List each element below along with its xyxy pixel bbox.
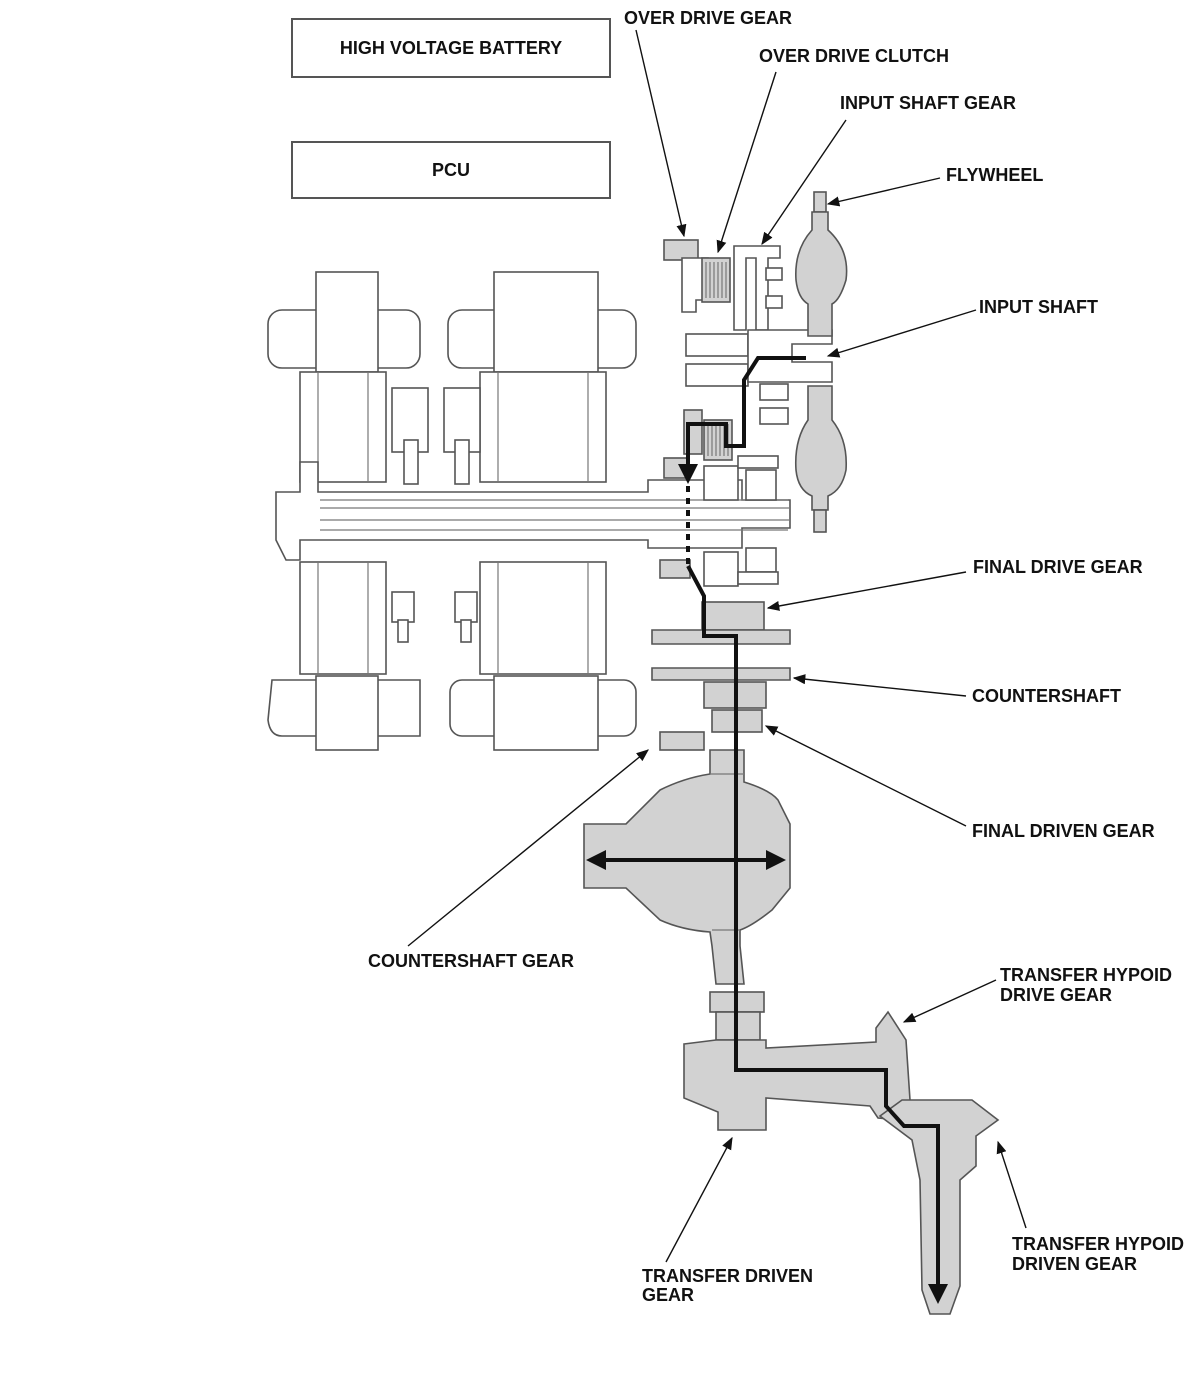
input-shaft-gear-label: INPUT SHAFT GEAR bbox=[840, 93, 1017, 113]
final-driven-gear-label: FINAL DRIVEN GEAR bbox=[972, 821, 1155, 841]
overdrive-clutch-assembly bbox=[663, 239, 833, 587]
countershaft-gear-label: COUNTERSHAFT GEAR bbox=[368, 951, 574, 971]
pcu-block: PCU bbox=[291, 141, 611, 199]
transfer-hypoid-driven-gear-label-line1: TRANSFER HYPOID bbox=[1012, 1234, 1185, 1254]
flywheel-label: FLYWHEEL bbox=[946, 165, 1044, 185]
pcu-label: PCU bbox=[431, 159, 470, 180]
transfer-driven-gear-label-line1: TRANSFER DRIVEN bbox=[642, 1266, 814, 1286]
leader-lines bbox=[407, 29, 1027, 1263]
high-voltage-battery-label: HIGH VOLTAGE BATTERY bbox=[339, 37, 563, 58]
transfer-hypoid-driven-gear-label-line2: DRIVEN GEAR bbox=[1012, 1254, 1138, 1274]
over-drive-clutch-label: OVER DRIVE CLUTCH bbox=[759, 46, 950, 66]
transfer-hypoid-drive-gear-label-line1: TRANSFER HYPOID bbox=[1000, 965, 1173, 985]
input-shaft-label: INPUT SHAFT bbox=[979, 297, 1098, 317]
high-voltage-battery-block: HIGH VOLTAGE BATTERY bbox=[291, 18, 611, 78]
differential-shape bbox=[583, 749, 791, 985]
countershaft-label: COUNTERSHAFT bbox=[972, 686, 1121, 706]
power-flow-path bbox=[586, 356, 948, 1304]
flywheel-shape bbox=[794, 191, 848, 533]
countershaft-assembly bbox=[651, 559, 791, 751]
motor-generator-assembly bbox=[267, 271, 791, 751]
final-drive-gear-label: FINAL DRIVE GEAR bbox=[973, 557, 1143, 577]
transfer-driven-gear-label-line2: GEAR bbox=[642, 1285, 695, 1305]
over-drive-gear-label: OVER DRIVE GEAR bbox=[624, 8, 793, 28]
transfer-hypoid-drive-gear-label-line2: DRIVE GEAR bbox=[1000, 985, 1113, 1005]
